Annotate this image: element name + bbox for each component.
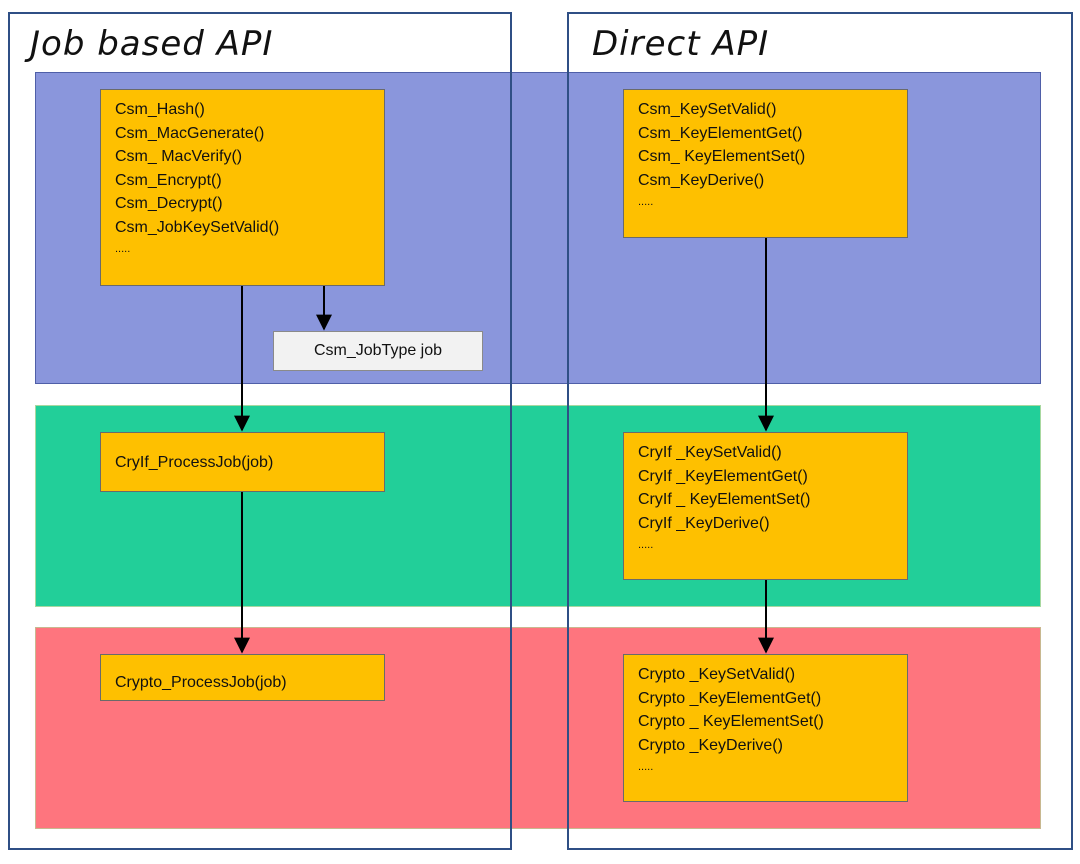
cryif-direct-functions-box: CryIf _KeySetValid() CryIf _KeyElementGe… bbox=[623, 432, 908, 580]
function-label: Crypto_ProcessJob(job) bbox=[115, 674, 287, 691]
job-based-api-title: Job based API bbox=[30, 24, 274, 64]
csm-direct-functions-box: Csm_KeySetValid() Csm_KeyElementGet() Cs… bbox=[623, 89, 908, 238]
more-ellipsis: ..... bbox=[115, 243, 131, 255]
function-label: Csm_ KeyElementSet() bbox=[638, 148, 806, 165]
direct-api-frame bbox=[567, 12, 1073, 850]
function-label: CryIf _KeyDerive() bbox=[638, 514, 770, 532]
function-label: Crypto _ KeyElementSet() bbox=[638, 713, 824, 730]
function-label: Csm_ MacVerify() bbox=[115, 148, 243, 165]
cryif-processjob-box: CryIf_ProcessJob(job) bbox=[100, 432, 385, 492]
crypto-processjob-box: Crypto_ProcessJob(job) bbox=[100, 654, 385, 701]
function-label: Csm_Encrypt() bbox=[115, 171, 222, 189]
function-label: Crypto _KeyDerive() bbox=[638, 736, 783, 754]
csm-job-functions-box: Csm_Hash() Csm_MacGenerate() Csm_ MacVer… bbox=[100, 89, 385, 286]
function-label: Csm_JobKeySetValid() bbox=[115, 218, 280, 236]
function-label: Crypto _KeyElementGet() bbox=[638, 689, 822, 707]
more-ellipsis: ..... bbox=[638, 539, 654, 551]
more-ellipsis: ..... bbox=[638, 761, 654, 773]
function-label: Csm_KeyElementGet() bbox=[638, 124, 803, 142]
function-label: CryIf _KeyElementGet() bbox=[638, 467, 808, 485]
csm-jobtype-box: Csm_JobType job bbox=[273, 331, 483, 371]
function-label: Crypto _KeySetValid() bbox=[638, 666, 796, 683]
function-label: Csm_KeyDerive() bbox=[638, 171, 765, 189]
function-label: Csm_Decrypt() bbox=[115, 195, 223, 212]
function-label: CryIf _KeySetValid() bbox=[638, 444, 782, 461]
crypto-direct-functions-box: Crypto _KeySetValid() Crypto _KeyElement… bbox=[623, 654, 908, 802]
function-label: CryIf_ProcessJob(job) bbox=[115, 454, 274, 471]
direct-api-title: Direct API bbox=[592, 24, 770, 64]
function-label: CryIf _ KeyElementSet() bbox=[638, 491, 811, 508]
job-based-api-frame bbox=[8, 12, 512, 850]
more-ellipsis: ..... bbox=[638, 196, 654, 208]
function-label: Csm_MacGenerate() bbox=[115, 124, 265, 142]
function-label: Csm_KeySetValid() bbox=[638, 101, 777, 118]
function-label: Csm_Hash() bbox=[115, 101, 205, 118]
